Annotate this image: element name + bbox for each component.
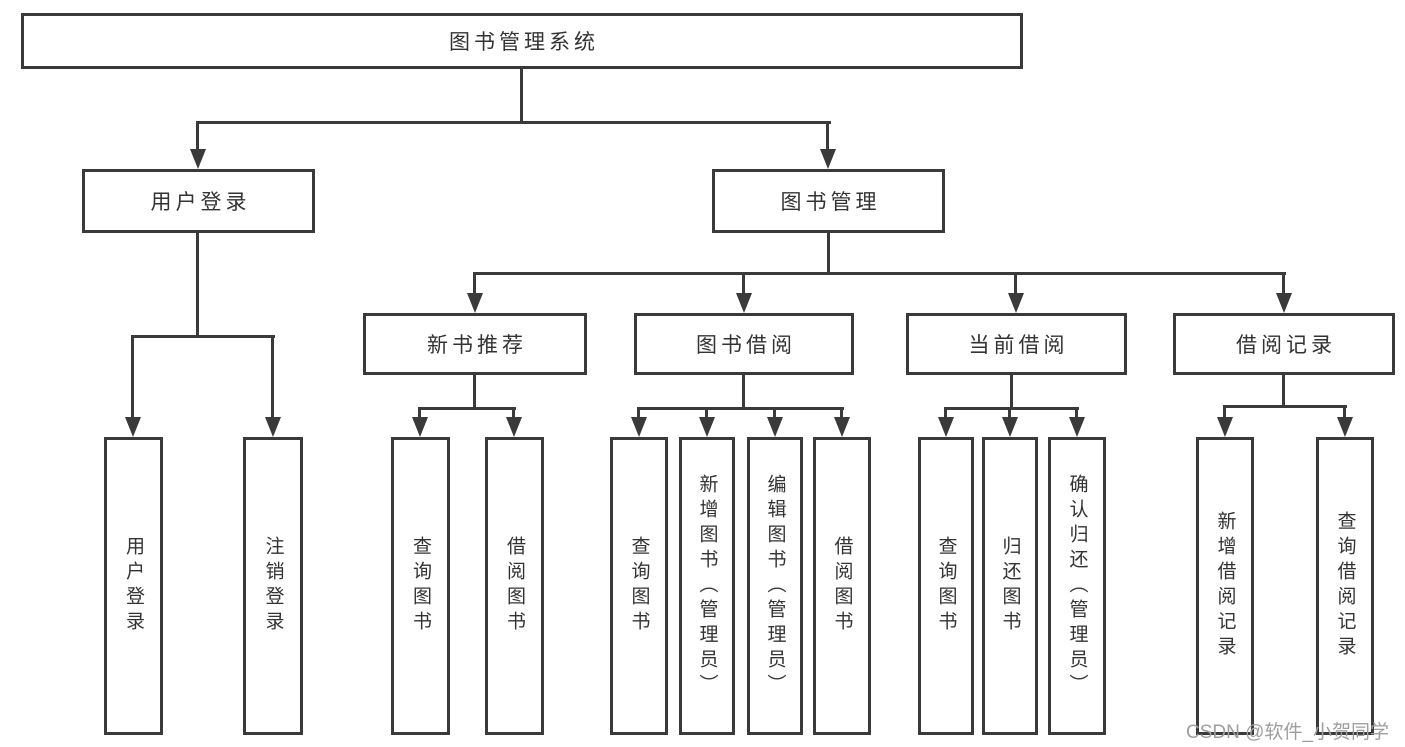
- leaf-add-borrow-record: 新增借阅记录: [1196, 437, 1254, 735]
- leaf-query-books-1: 查询图书: [391, 437, 450, 735]
- arrowhead-icon: [834, 417, 850, 437]
- arrowhead-icon: [1002, 417, 1018, 437]
- node-book-management: 图书管理: [712, 169, 945, 233]
- leaf-logout: 注销登录: [243, 437, 303, 735]
- leaf-user-login-label: 用户登录: [123, 536, 144, 636]
- arrowhead-icon: [1069, 417, 1085, 437]
- arrowhead-icon: [1276, 293, 1292, 313]
- arrowhead-icon: [820, 149, 836, 169]
- leaf-query-borrow-record: 查询借阅记录: [1316, 437, 1374, 735]
- node-root-label: 图书管理系统: [449, 31, 599, 54]
- node-new-book-recommend: 新书推荐: [363, 313, 587, 375]
- leaf-borrow-books-1-label: 借阅图书: [504, 536, 525, 636]
- connector-line: [473, 375, 476, 407]
- connector-line: [512, 407, 515, 421]
- leaf-add-books-admin: 新增图书（管理员）: [679, 437, 735, 735]
- connector-line: [1075, 407, 1078, 421]
- connector-line: [520, 69, 523, 121]
- leaf-query-books-1-label: 查询图书: [410, 536, 431, 636]
- leaf-user-login: 用户登录: [104, 437, 163, 735]
- node-current-borrowing: 当前借阅: [906, 313, 1127, 375]
- arrowhead-icon: [190, 149, 206, 169]
- leaf-borrow-books-1: 借阅图书: [485, 437, 544, 735]
- arrowhead-icon: [767, 417, 783, 437]
- connector-line: [1010, 375, 1013, 407]
- leaf-add-books-admin-label: 新增图书（管理员）: [696, 473, 718, 699]
- arrowhead-icon: [125, 417, 141, 437]
- connector-line: [1282, 272, 1285, 298]
- arrowhead-icon: [467, 293, 483, 313]
- connector-line: [638, 407, 844, 410]
- connector-line: [840, 407, 843, 421]
- connector-line: [419, 407, 516, 410]
- arrowhead-icon: [1337, 417, 1353, 437]
- arrowhead-icon: [699, 417, 715, 437]
- leaf-logout-label: 注销登录: [262, 536, 284, 636]
- leaf-add-borrow-record-label: 新增借阅记录: [1214, 511, 1236, 661]
- arrowhead-icon: [938, 417, 954, 437]
- watermark: CSDN @软件_小贺同学: [1186, 722, 1389, 743]
- node-book-borrowing-label: 图书借阅: [696, 334, 796, 357]
- connector-line: [271, 335, 274, 421]
- connector-line: [1223, 405, 1226, 421]
- connector-line: [944, 407, 947, 421]
- connector-line: [131, 335, 134, 421]
- connector-line: [1282, 375, 1285, 405]
- arrowhead-icon: [736, 293, 752, 313]
- node-borrowing-records: 借阅记录: [1173, 313, 1395, 375]
- arrowhead-icon: [1217, 417, 1233, 437]
- leaf-confirm-return-admin-label: 确认归还（管理员）: [1066, 473, 1088, 699]
- node-book-borrowing: 图书借阅: [634, 313, 854, 375]
- connector-line: [197, 121, 831, 124]
- connector-line: [742, 272, 745, 298]
- arrowhead-icon: [412, 417, 428, 437]
- leaf-query-books-3-label: 查询图书: [935, 536, 957, 636]
- node-new-book-recommend-label: 新书推荐: [427, 334, 527, 357]
- node-root: 图书管理系统: [21, 13, 1023, 69]
- connector-line: [1014, 272, 1017, 298]
- node-borrowing-records-label: 借阅记录: [1236, 334, 1336, 357]
- leaf-query-books-2-label: 查询图书: [628, 536, 650, 636]
- leaf-borrow-books-2: 借阅图书: [813, 437, 871, 735]
- connector-line: [196, 233, 199, 335]
- leaf-query-books-3: 查询图书: [918, 437, 974, 735]
- arrowhead-icon: [631, 417, 647, 437]
- connector-line: [773, 407, 776, 421]
- connector-line: [474, 272, 1286, 275]
- leaf-edit-books-admin: 编辑图书（管理员）: [747, 437, 803, 735]
- node-current-borrowing-label: 当前借阅: [968, 334, 1069, 357]
- connector-line: [705, 407, 708, 421]
- leaf-borrow-books-2-label: 借阅图书: [831, 536, 853, 636]
- connector-line: [132, 335, 275, 338]
- connector-line: [827, 233, 830, 272]
- leaf-confirm-return-admin: 确认归还（管理员）: [1048, 437, 1106, 735]
- leaf-return-books-label: 归还图书: [999, 536, 1021, 636]
- connector-line: [1343, 405, 1346, 421]
- node-book-management-label: 图书管理: [780, 191, 881, 214]
- connector-line: [945, 407, 1079, 410]
- connector-line: [418, 407, 421, 421]
- arrowhead-icon: [265, 417, 281, 437]
- arrowhead-icon: [506, 417, 522, 437]
- connector-line: [1224, 405, 1347, 408]
- leaf-query-borrow-record-label: 查询借阅记录: [1334, 511, 1356, 661]
- connector-line: [637, 407, 640, 421]
- leaf-query-books-2: 查询图书: [610, 437, 668, 735]
- connector-line: [473, 272, 476, 298]
- connector-line: [1008, 407, 1011, 421]
- arrowhead-icon: [1008, 293, 1024, 313]
- node-user-login-label: 用户登录: [150, 191, 251, 214]
- leaf-return-books: 归还图书: [982, 437, 1038, 735]
- node-user-login: 用户登录: [82, 169, 315, 233]
- leaf-edit-books-admin-label: 编辑图书（管理员）: [764, 473, 786, 699]
- connector-line: [826, 121, 829, 153]
- connector-line: [742, 375, 745, 407]
- connector-line: [196, 121, 199, 153]
